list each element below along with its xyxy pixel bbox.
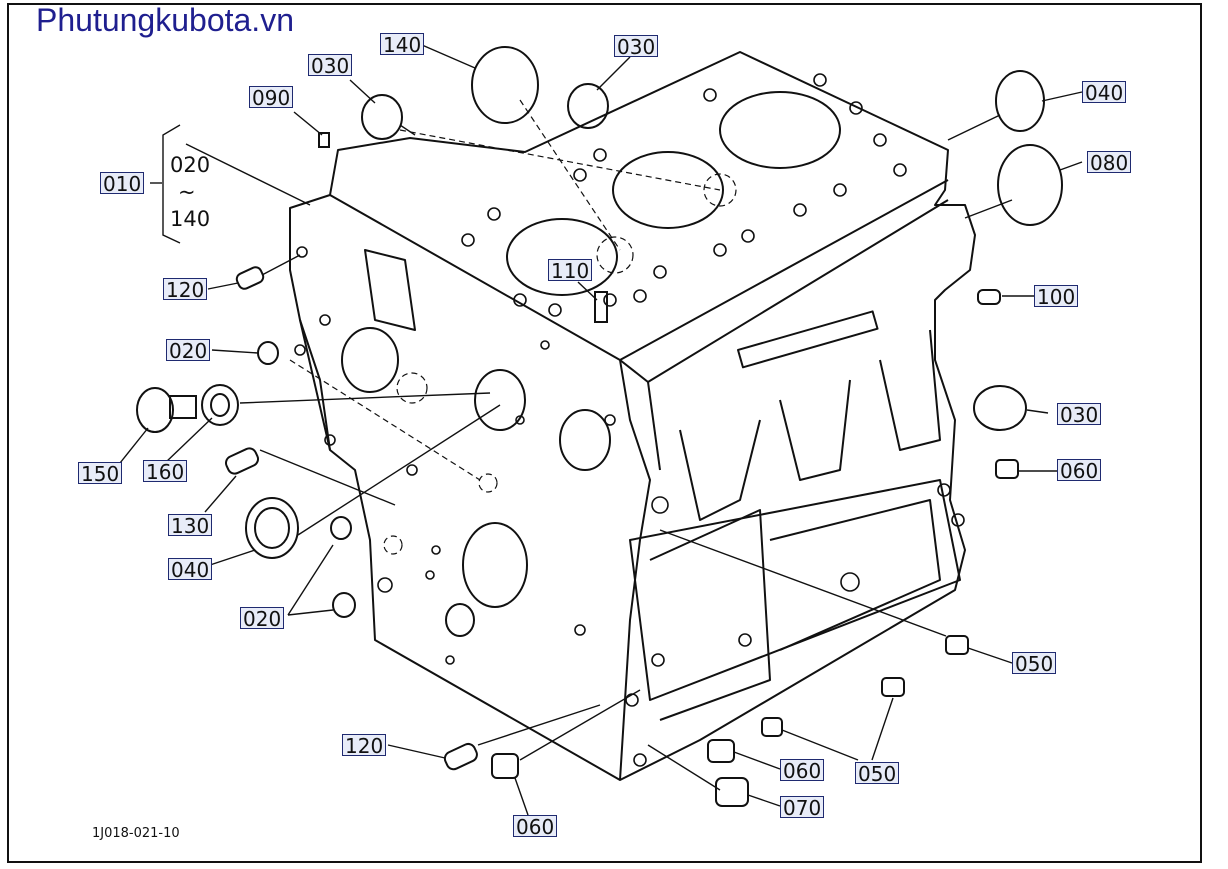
loose-parts (136, 46, 1063, 807)
callout-label: 030 (308, 54, 353, 77)
callout-label: 130 (168, 514, 213, 537)
callout-label: 110 (548, 259, 593, 282)
callout-label: 050 (1012, 652, 1057, 675)
callout-label: 150 (78, 462, 123, 485)
drawing-border (7, 3, 1202, 863)
hidden-lines (289, 99, 737, 555)
callout-label: 060 (513, 815, 558, 838)
callout-label: 100 (1034, 285, 1079, 308)
range-to-label: 140 (170, 207, 211, 231)
callout-label: 060 (780, 759, 825, 782)
callout-label: 060 (1057, 459, 1102, 482)
callout-label: 040 (168, 558, 213, 581)
engine-block-drawing (289, 51, 976, 781)
callout-label: 070 (780, 796, 825, 819)
callout-label: 160 (143, 460, 188, 483)
watermark: Phutungkubota.vn (36, 2, 294, 38)
callout-label: 010 (100, 172, 145, 195)
callout-label: 090 (249, 86, 294, 109)
callout-label: 030 (614, 35, 659, 58)
range-tilde: ~ (178, 180, 196, 204)
callout-label: 020 (166, 339, 211, 362)
callout-label: 080 (1087, 151, 1132, 174)
callout-label: 120 (163, 278, 208, 301)
range-from-label: 020 (170, 153, 211, 177)
callout-label: 050 (855, 762, 900, 785)
callout-label: 020 (240, 607, 285, 630)
callout-label: 140 (380, 33, 425, 56)
callout-label: 120 (342, 734, 387, 757)
callout-label: 030 (1057, 403, 1102, 426)
drawing-code: 1J018-021-10 (92, 826, 180, 841)
leader-lines (119, 44, 1083, 816)
deck-holes (461, 73, 907, 317)
callout-label: 040 (1082, 81, 1127, 104)
